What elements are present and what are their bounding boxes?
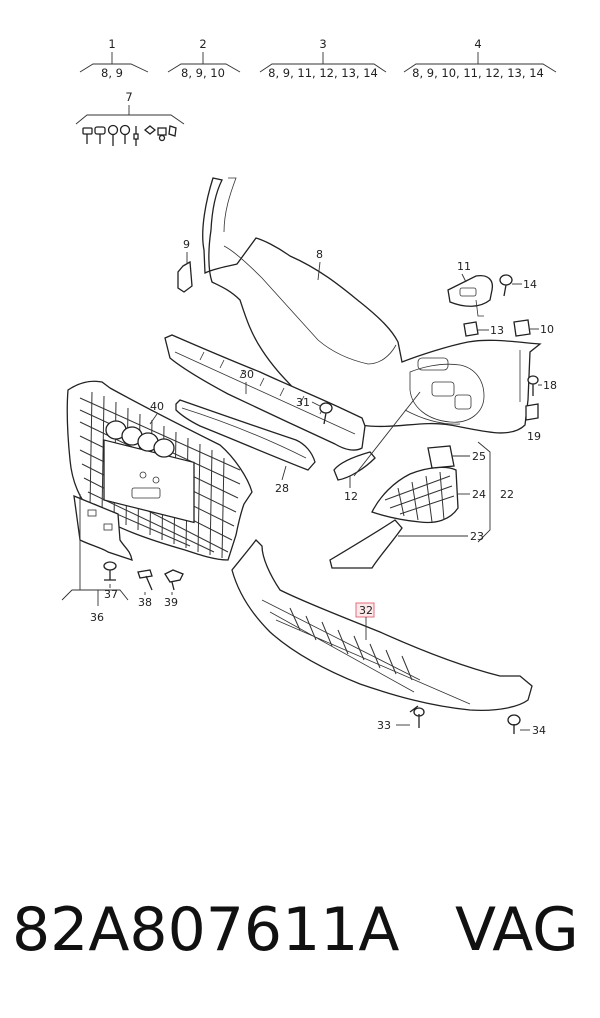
callout-9: 9 bbox=[183, 238, 190, 251]
callout-31: 31 bbox=[296, 396, 310, 409]
group-refs: 8, 9 bbox=[101, 66, 123, 80]
group-num: 3 bbox=[319, 37, 326, 51]
group-header-2: 2 8, 9, 10 bbox=[167, 37, 241, 80]
callout-32-highlight bbox=[355, 602, 375, 618]
screw-14-part bbox=[499, 274, 513, 297]
screw-34-part bbox=[507, 714, 521, 734]
bracket-19-part bbox=[525, 403, 539, 421]
callout-10: 10 bbox=[540, 323, 554, 336]
callout-11: 11 bbox=[457, 260, 471, 273]
group-header-3: 3 8, 9, 11, 12, 13, 14 bbox=[259, 37, 387, 80]
callout-39: 39 bbox=[164, 596, 178, 609]
callout-13: 13 bbox=[490, 324, 504, 337]
group-num: 4 bbox=[474, 37, 481, 51]
callout-25: 25 bbox=[472, 450, 486, 463]
screw-part bbox=[137, 569, 153, 591]
side-trim-23-part bbox=[329, 519, 403, 569]
screw-33-part bbox=[409, 705, 425, 728]
bumper-cover-part bbox=[202, 177, 542, 434]
callout-34: 34 bbox=[532, 724, 546, 737]
license-plate-bracket-part bbox=[73, 494, 133, 581]
clip-part bbox=[164, 569, 184, 591]
callout-24: 24 bbox=[472, 488, 486, 501]
callout-32: 32 bbox=[359, 604, 373, 617]
group-refs: 8, 9, 11, 12, 13, 14 bbox=[268, 66, 378, 80]
lower-trim-strip-part bbox=[175, 399, 316, 471]
fog-lamp-grille-part bbox=[371, 466, 459, 524]
group-header-4: 4 8, 9, 10, 11, 12, 13, 14 bbox=[403, 37, 557, 80]
part-number-text: 82A807611A bbox=[12, 895, 400, 965]
lower-spoiler-part bbox=[231, 539, 533, 712]
callout-19: 19 bbox=[527, 430, 541, 443]
callout-37: 37 bbox=[104, 588, 118, 601]
group-refs: 8, 9, 10, 11, 12, 13, 14 bbox=[412, 66, 544, 80]
callout-22: 22 bbox=[500, 488, 514, 501]
fastener-set-icon bbox=[82, 124, 177, 146]
callout-12: 12 bbox=[344, 490, 358, 503]
callout-23: 23 bbox=[470, 530, 484, 543]
group-refs: 8, 9, 10 bbox=[181, 66, 225, 80]
callout-18: 18 bbox=[543, 379, 557, 392]
brand-rings-logo bbox=[105, 420, 175, 458]
sensor-holder-part bbox=[447, 274, 494, 317]
clip-13-part bbox=[463, 321, 479, 337]
callout-36: 36 bbox=[90, 611, 104, 624]
callout-28: 28 bbox=[275, 482, 289, 495]
impact-absorber-part bbox=[164, 334, 366, 451]
screw-18-part bbox=[527, 375, 539, 396]
screw-31-part bbox=[319, 402, 333, 425]
callout-8: 8 bbox=[316, 248, 323, 261]
group-num: 2 bbox=[199, 37, 206, 51]
callout-30: 30 bbox=[240, 368, 254, 381]
callout-38: 38 bbox=[138, 596, 152, 609]
group-header-7: 7 bbox=[75, 90, 185, 146]
mounting-bracket-left-part bbox=[177, 260, 193, 293]
brand-text: VAG bbox=[455, 895, 579, 965]
trim-cap-part bbox=[333, 451, 376, 481]
callout-40: 40 bbox=[150, 400, 164, 413]
callout-14: 14 bbox=[523, 278, 537, 291]
group-num: 7 bbox=[125, 90, 132, 104]
group-num: 1 bbox=[108, 37, 115, 51]
callouts: 8 9 10 11 12 13 14 18 19 22 23 24 25 28 … bbox=[61, 238, 557, 737]
nut-10-part bbox=[513, 319, 531, 337]
group-header-1: 1 8, 9 bbox=[79, 37, 149, 80]
callout-33: 33 bbox=[377, 719, 391, 732]
fog-cover-25-part bbox=[427, 445, 455, 469]
